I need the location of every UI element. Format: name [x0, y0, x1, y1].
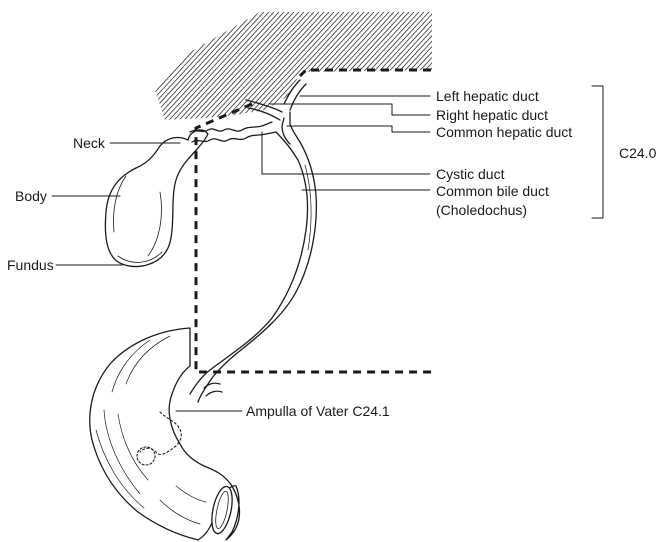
hatch-line [145, 0, 265, 130]
label-body: Body [15, 188, 47, 204]
label-c24-0: C24.0 [619, 145, 657, 161]
label-common-bile-duct: Common bile duct [436, 183, 549, 199]
gallbladder [105, 130, 208, 266]
hatch-line [280, 0, 400, 130]
hatch-line [235, 0, 355, 130]
label-neck: Neck [73, 135, 106, 151]
hepatic-ducts [246, 80, 306, 144]
hatch-line [325, 0, 445, 130]
hatch-line [295, 0, 415, 130]
hatch-line [215, 0, 335, 130]
hatch-line [120, 0, 240, 130]
hatch-line [160, 0, 280, 130]
label-left-hepatic-duct: Left hepatic duct [436, 88, 539, 104]
label-fundus: Fundus [7, 257, 54, 273]
hatch-line [255, 0, 375, 130]
hatch-line [285, 0, 405, 130]
hatch-line [330, 0, 450, 130]
hatch-line [300, 0, 420, 130]
hatch-line [125, 0, 245, 130]
hatch-line [320, 0, 440, 130]
pancreatic-duct [204, 383, 222, 396]
hatch-line [150, 0, 270, 130]
label-cystic-duct: Cystic duct [436, 166, 505, 182]
hatch-line [275, 0, 395, 130]
hatch-line [180, 0, 300, 130]
hatch-line [225, 0, 345, 130]
label-choledochus: (Choledochus) [436, 202, 527, 218]
hatch-line [305, 0, 425, 130]
hatch-line [190, 0, 310, 130]
hatch-line [205, 0, 325, 130]
hatch-line [270, 0, 390, 130]
label-ampulla-of-vater: Ampulla of Vater C24.1 [246, 403, 390, 419]
hatch-line [315, 0, 435, 130]
hatch-line [250, 0, 370, 130]
hatch-line [265, 0, 385, 130]
common-bile-duct [190, 132, 316, 402]
hatch-line [130, 0, 250, 130]
hatch-line [185, 0, 305, 130]
hatch-line [310, 0, 430, 130]
hatch-line [210, 0, 330, 130]
hatch-line [165, 0, 285, 130]
hatch-line [245, 0, 365, 130]
duodenum [90, 328, 240, 540]
hatch-line [170, 0, 290, 130]
hatch-line [140, 0, 260, 130]
hatch-line [195, 0, 315, 130]
label-common-hepatic-duct: Common hepatic duct [436, 124, 572, 140]
label-right-hepatic-duct: Right hepatic duct [436, 107, 548, 123]
